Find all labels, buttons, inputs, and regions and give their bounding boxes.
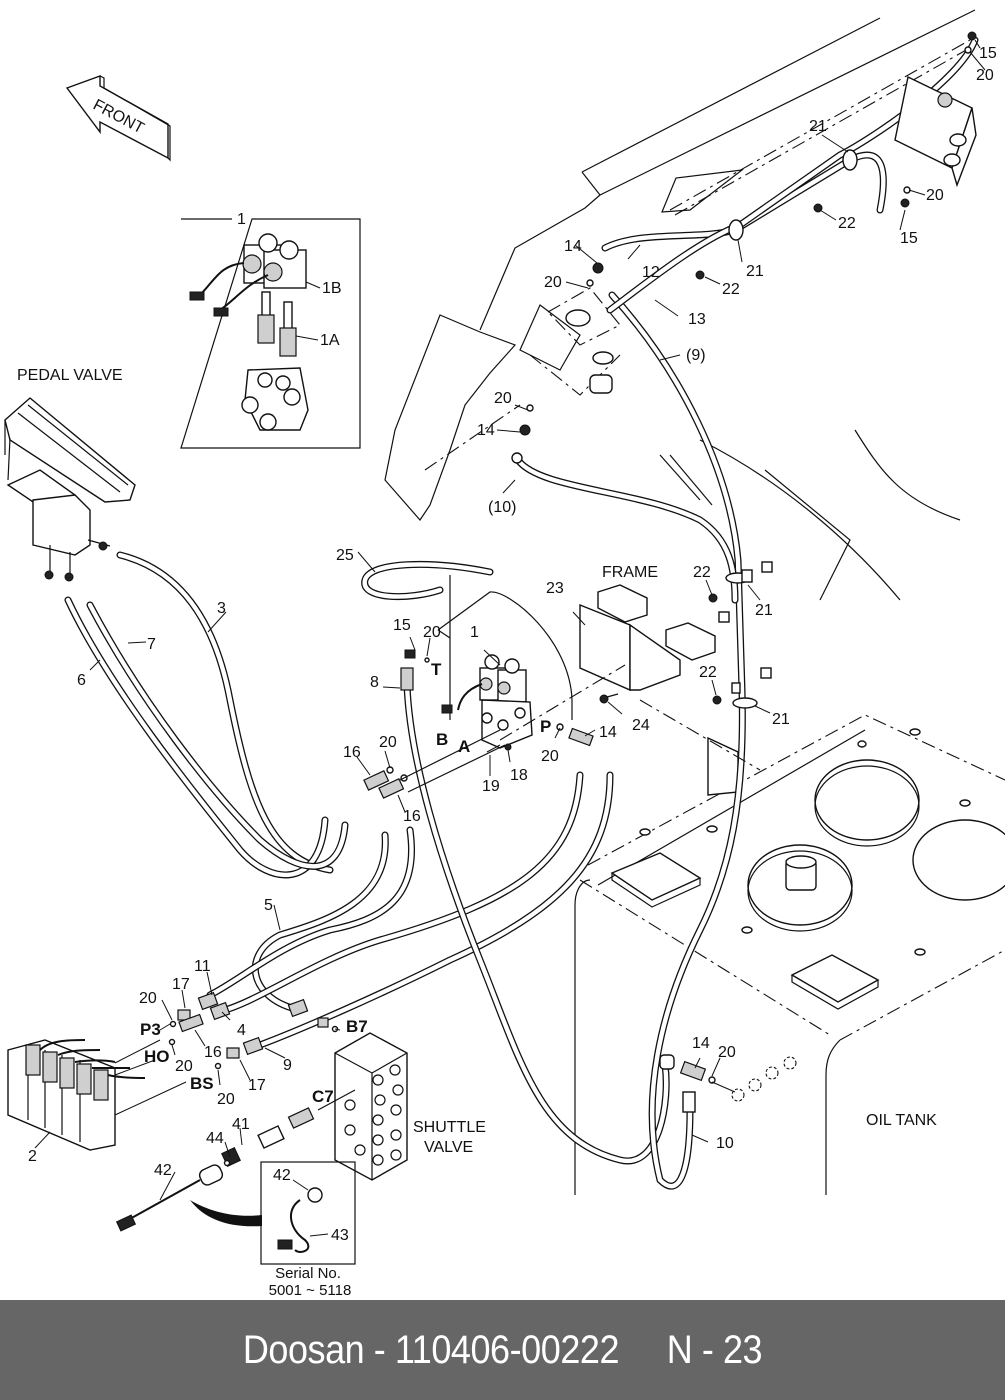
callout-19: 19 [482, 778, 500, 795]
callout-43: 43 [331, 1227, 349, 1244]
callout-20-bs: 20 [217, 1091, 235, 1108]
port-b7-label: B7 [346, 1017, 368, 1036]
hose-clamps [708, 561, 773, 709]
parts-diagram: FRONT 1 1B 1A PEDAL VALVE [4, 9, 1005, 1299]
hydraulic-hoses [64, 36, 979, 1190]
footer-bar: Doosan - 110406-00222 N - 23 [0, 1300, 1005, 1400]
leader-lines [34, 39, 986, 1201]
port-a-label: A [458, 737, 470, 756]
callout-15-right: 15 [900, 230, 918, 247]
callout-20-t: 20 [423, 624, 441, 641]
callout-24: 24 [632, 717, 650, 734]
serial-range-label: 5001 ~ 5118 [269, 1282, 352, 1299]
control-manifold [7, 991, 339, 1151]
port-labels: T B A P P3 HO BS B7 C7 [140, 660, 551, 1106]
callout-17-lower: 17 [248, 1077, 266, 1094]
callout-14-mid: 14 [477, 422, 495, 439]
callout-13: 13 [688, 311, 706, 328]
callout-16-lower: 16 [204, 1044, 222, 1061]
callout-20-tank: 20 [718, 1044, 736, 1061]
serial-inset: Serial No. 5001 ~ 5118 [260, 1161, 356, 1299]
callout-2: 2 [28, 1148, 37, 1165]
oil-tank-label: OIL TANK [866, 1112, 937, 1129]
upper-valve-block [511, 31, 977, 464]
machine-frame-outline [384, 9, 976, 601]
shuttle-valve-label-line2: VALVE [424, 1139, 473, 1156]
callout-9: 9 [283, 1057, 292, 1074]
callout-21-top: 21 [809, 118, 827, 135]
callout-14-top: 14 [564, 238, 582, 255]
port-b-label: B [436, 730, 448, 749]
callout-25: 25 [336, 547, 354, 564]
callout-20-upper-block: 20 [544, 274, 562, 291]
inset-1a-label: 1A [320, 332, 340, 349]
callout-18: 18 [510, 767, 528, 784]
footer-caption: Doosan - 110406-00222 N - 23 [242, 1327, 763, 1372]
area-labels: FRAME SHUTTLE VALVE OIL TANK [413, 564, 937, 1156]
callout-3: 3 [217, 600, 226, 617]
callout-1: 1 [470, 624, 479, 641]
callout-numbers: 1 2 3 4 5 6 7 8 9 (9) 10 (10) 11 12 13 1… [28, 45, 997, 1244]
callout-10-ref: (10) [488, 499, 516, 516]
port-p3-label: P3 [140, 1020, 161, 1039]
callout-44: 44 [206, 1130, 224, 1147]
callout-41: 41 [232, 1116, 250, 1133]
callout-12: 12 [642, 264, 660, 281]
callout-16-left: 16 [343, 744, 361, 761]
callout-14-center: 14 [599, 724, 617, 741]
diagram-canvas: FRONT 1 1B 1A PEDAL VALVE [4, 9, 1005, 1299]
tank-fittings [659, 1054, 797, 1113]
port-t-label: T [431, 660, 442, 679]
callout-21-clamp-lower: 21 [772, 711, 790, 728]
callout-23: 23 [546, 580, 564, 597]
callout-20-lower-block: 20 [494, 390, 512, 407]
port-bs-label: BS [190, 1074, 214, 1093]
inset-solenoid-valve: 1 1B 1A [180, 211, 361, 449]
oil-tank [574, 714, 1005, 1195]
callout-20-right: 20 [926, 187, 944, 204]
port-c7-label: C7 [312, 1087, 334, 1106]
pedal-valve-label: PEDAL VALVE [17, 367, 123, 384]
port-ho-label: HO [144, 1047, 170, 1066]
callout-20-top-right: 20 [976, 67, 994, 84]
callout-22-mid: 22 [722, 281, 740, 298]
front-arrow-icon: FRONT [65, 75, 171, 162]
port-p-label: P [540, 717, 551, 736]
inset-1b-label: 1B [322, 280, 342, 297]
callout-9-ref: (9) [686, 347, 706, 364]
callout-11: 11 [194, 958, 211, 975]
inset-title: 1 [237, 211, 246, 228]
callout-15-top-right: 15 [979, 45, 997, 62]
callout-21-clamp-upper: 21 [755, 602, 773, 619]
frame-label: FRAME [602, 564, 658, 581]
callout-15-center: 15 [393, 617, 411, 634]
shuttle-valve-label-line1: SHUTTLE [413, 1119, 486, 1136]
callout-22-clamp-lower: 22 [699, 664, 717, 681]
callout-10: 10 [716, 1135, 734, 1152]
callout-22-top: 22 [838, 215, 856, 232]
pedal-valve: PEDAL VALVE [4, 367, 136, 582]
callout-20-ho: 20 [175, 1058, 193, 1075]
callout-16-right: 16 [403, 808, 421, 825]
callout-20-p: 20 [541, 748, 559, 765]
callout-7: 7 [147, 636, 156, 653]
shuttle-valve [115, 1032, 408, 1232]
callout-42-inset: 42 [273, 1167, 291, 1184]
callout-5: 5 [264, 897, 273, 914]
serial-number-label: Serial No. [275, 1265, 341, 1282]
callout-6: 6 [77, 672, 86, 689]
callout-22-clamp-upper: 22 [693, 564, 711, 581]
callout-20-ab: 20 [379, 734, 397, 751]
callout-4: 4 [237, 1022, 246, 1039]
callout-8: 8 [370, 674, 379, 691]
callout-20-p3: 20 [139, 990, 157, 1007]
callout-14-tank: 14 [692, 1035, 710, 1052]
callout-17-upper: 17 [172, 976, 190, 993]
callout-42: 42 [154, 1162, 172, 1179]
callout-21-mid: 21 [746, 263, 764, 280]
solenoid-valve-assembly [363, 575, 761, 799]
